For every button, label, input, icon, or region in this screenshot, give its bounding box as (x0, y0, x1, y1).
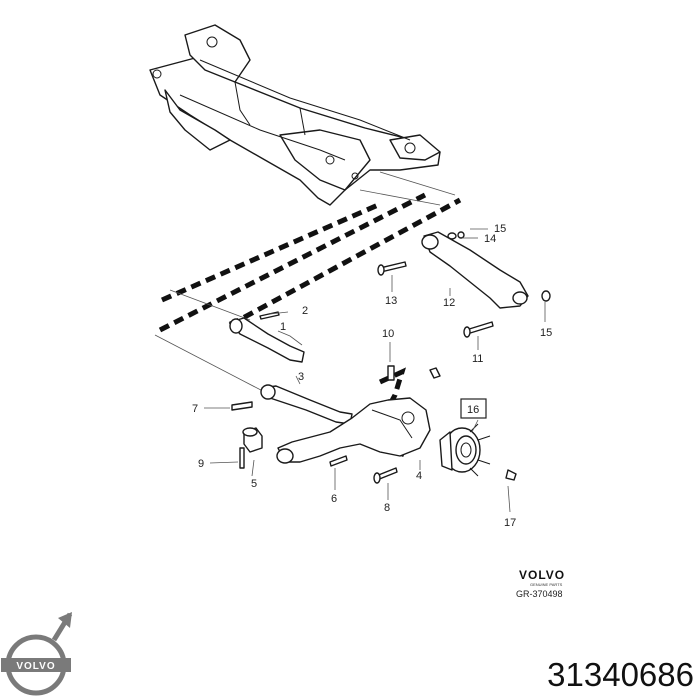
callout-15-right: 15 (540, 327, 552, 339)
callout-6: 6 (331, 493, 337, 505)
callout-15-top: 15 (494, 223, 506, 235)
callout-10: 10 (382, 328, 394, 340)
callout-3: 3 (298, 371, 304, 383)
callout-8: 8 (384, 502, 390, 514)
callout-14: 14 (484, 233, 496, 245)
callout-5: 5 (251, 478, 257, 490)
logo-wordmark: VOLVO (16, 661, 55, 672)
lower-link (231, 384, 353, 425)
callout-17: 17 (504, 517, 516, 529)
part-number: 31340686 (547, 656, 694, 693)
callout-12: 12 (443, 297, 455, 309)
rear-subframe (149, 24, 441, 206)
stamp-brand: VOLVO (519, 568, 565, 582)
callout-11: 11 (472, 353, 483, 365)
callout-leaders (204, 228, 546, 513)
stamp-reference: GR-370498 (516, 589, 563, 599)
callout-1: 1 (280, 321, 286, 333)
knuckle-trailing-arm (276, 397, 431, 467)
toe-link (229, 311, 305, 363)
callout-2: 2 (302, 305, 308, 317)
callout-16: 16 (467, 404, 479, 416)
wheel-hub (439, 423, 517, 481)
genuine-parts-stamp: VOLVO GENUINE PARTS GR-370498 (516, 568, 565, 599)
callout-4: 4 (416, 470, 422, 482)
stamp-subtitle: GENUINE PARTS (530, 582, 563, 587)
upper-control-arm (421, 231, 551, 309)
fasteners-upper (377, 231, 494, 338)
callout-16-box (460, 398, 487, 419)
callout-7: 7 (192, 403, 198, 415)
callout-labels: 1 2 3 4 5 6 7 8 9 10 11 12 13 14 15 15 1… (192, 223, 552, 529)
callout-9: 9 (198, 458, 204, 470)
callout-13: 13 (385, 295, 397, 307)
volvo-logo: VOLVO (1, 612, 73, 696)
bushing-and-bolts (239, 365, 441, 484)
